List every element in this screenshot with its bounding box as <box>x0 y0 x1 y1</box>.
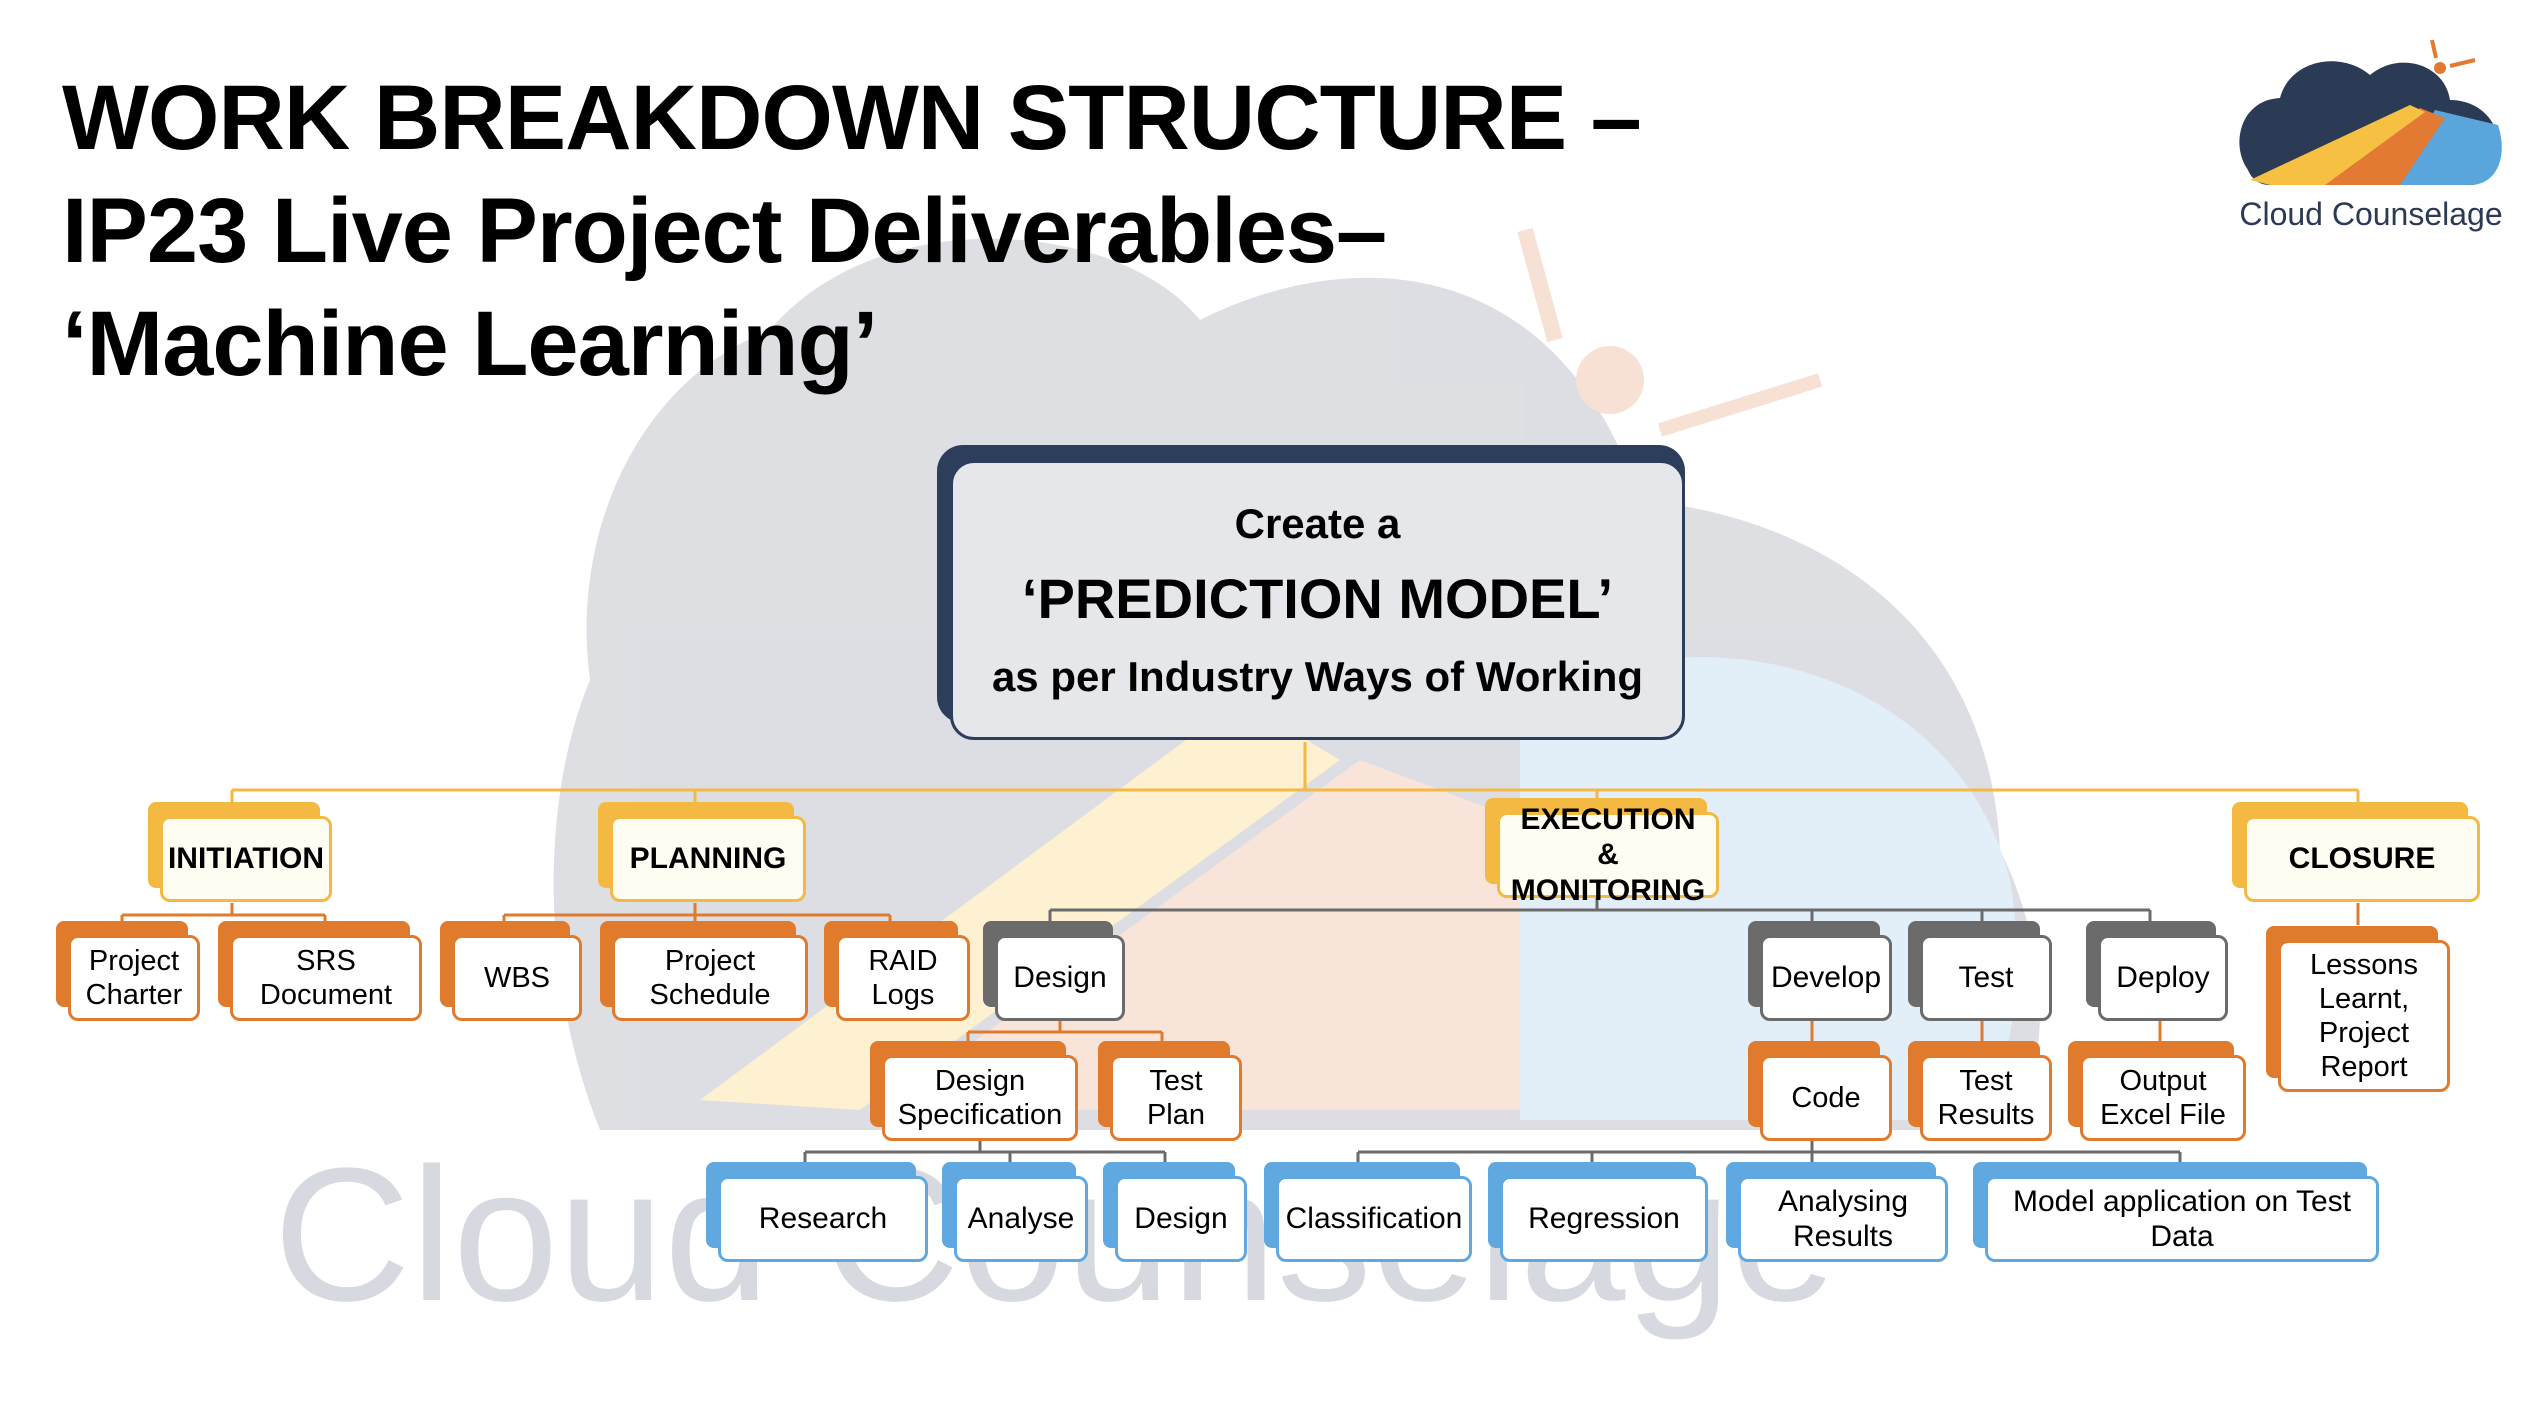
task-classification: Classification <box>1264 1162 1472 1262</box>
root-deliverable-box: Create a ‘PREDICTION MODEL’ as per Indus… <box>950 460 1685 740</box>
deliverable-code: Code <box>1748 1041 1892 1141</box>
task-analyse: Analyse <box>942 1162 1088 1262</box>
root-line-3: as per Industry Ways of Working <box>991 652 1644 700</box>
root-line-2: ‘PREDICTION MODEL’ <box>1021 566 1614 630</box>
task-design: Design <box>1103 1162 1247 1262</box>
deliverable-lessons-learnt: Lessons Learnt, Project Report <box>2266 926 2450 1092</box>
task-model-application: Model application on Test Data <box>1973 1162 2379 1262</box>
phase-execution-monitoring: EXECUTION & MONITORING <box>1485 798 1719 907</box>
logo-text: Cloud Counselage <box>2239 196 2503 232</box>
stream-test: Test <box>1908 921 2052 1021</box>
deliverable-raid-logs: RAID Logs <box>824 921 970 1021</box>
page-title-line-2: IP23 Live Project Deliverables– <box>62 180 1387 282</box>
phase-closure: CLOSURE <box>2232 802 2480 902</box>
task-regression: Regression <box>1488 1162 1708 1262</box>
page-title-line-3: ‘Machine Learning’ <box>62 293 878 395</box>
task-analysing-results: Analysing Results <box>1726 1162 1948 1262</box>
deliverable-project-schedule: Project Schedule <box>600 921 808 1021</box>
deliverable-design-specification: Design Specification <box>870 1041 1078 1141</box>
deliverable-test-results: Test Results <box>1908 1041 2052 1141</box>
deliverable-project-charter: Project Charter <box>56 921 200 1021</box>
task-research: Research <box>706 1162 928 1262</box>
phase-initiation: INITIATION <box>148 802 332 902</box>
stream-design: Design <box>983 921 1125 1021</box>
deliverable-wbs: WBS <box>440 921 582 1021</box>
deliverable-srs-document: SRS Document <box>218 921 422 1021</box>
deliverable-test-plan: Test Plan <box>1098 1041 1242 1141</box>
cloud-sun-icon <box>2239 39 2502 185</box>
stream-deploy: Deploy <box>2086 921 2228 1021</box>
deliverable-output-excel-file: Output Excel File <box>2068 1041 2246 1141</box>
stream-develop: Develop <box>1748 921 1892 1021</box>
page-title-line-1: WORK BREAKDOWN STRUCTURE – <box>62 67 1642 169</box>
root-line-1: Create a <box>1234 499 1401 547</box>
phase-planning: PLANNING <box>598 802 806 902</box>
